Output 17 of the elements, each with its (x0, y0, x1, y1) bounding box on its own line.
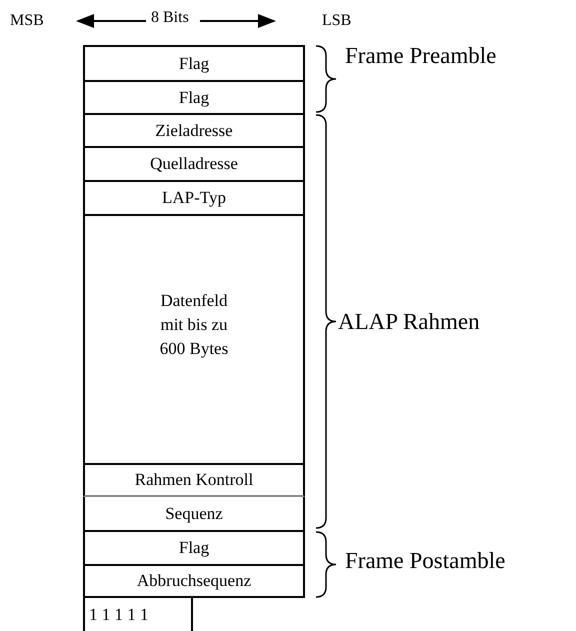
field-row: Abbruchsequenz (83, 564, 305, 598)
field-row: Zieladresse (83, 113, 305, 146)
group-label: Frame Preamble (345, 43, 496, 69)
bit-order-label: MSB (10, 12, 44, 30)
bit-order-label: LSB (322, 12, 352, 30)
group-label: ALAP Rahmen (338, 309, 480, 335)
group-label: Frame Postamble (345, 548, 506, 574)
field-row: Rahmen Kontroll (83, 463, 305, 497)
bit-pattern-row: 1 1 1 1 1 (83, 598, 193, 631)
width-label: 8 Bits (151, 9, 189, 27)
field-row: Flag (83, 80, 305, 113)
field-row: Flag (83, 530, 305, 564)
field-row: Sequenz (83, 497, 305, 530)
field-row: LAP-Typ (83, 180, 305, 214)
field-row: Quelladresse (83, 146, 305, 180)
field-row: Flag (83, 45, 305, 80)
data-field-row: Datenfeld mit bis zu 600 Bytes (83, 214, 305, 463)
